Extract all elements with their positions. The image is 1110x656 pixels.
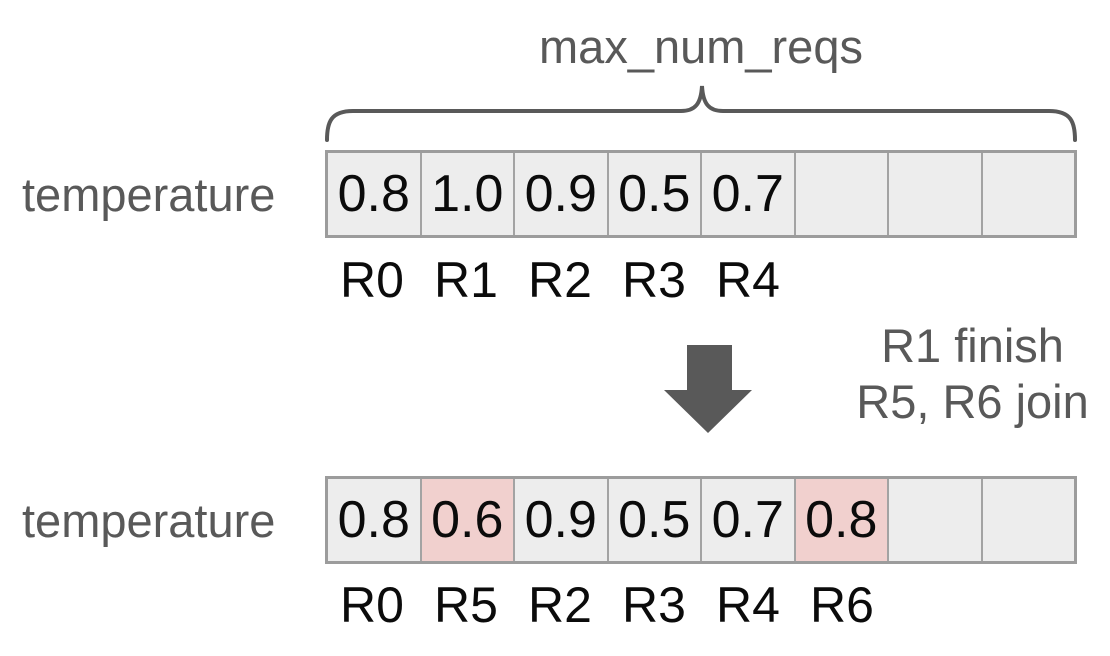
array-cell: 0.7 — [702, 153, 796, 235]
down-arrow-icon — [664, 345, 752, 433]
request-label: R2 — [528, 252, 592, 308]
request-label: R5 — [434, 577, 498, 633]
array-cell — [982, 153, 1074, 235]
array-cell: 0.5 — [608, 479, 702, 561]
array-cell: 1.0 — [421, 153, 515, 235]
array-cell: 0.9 — [515, 479, 609, 561]
request-label — [889, 254, 983, 306]
cell-value: 0.8 — [805, 491, 878, 549]
array-cell: 0.8 — [328, 153, 422, 235]
array-cell: 0.6 — [421, 479, 515, 561]
request-label: R3 — [622, 577, 686, 633]
array-cell: 0.9 — [515, 153, 609, 235]
request-label: R4 — [716, 252, 780, 308]
bottom-temperature-array: 0.8 0.6 0.9 0.5 0.7 0.8 — [325, 476, 1077, 564]
array-cell — [795, 153, 889, 235]
cell-value: 0.7 — [711, 491, 784, 549]
max-num-reqs-label: max_num_reqs — [539, 20, 863, 73]
array-cell — [889, 479, 983, 561]
cell-value: 0.8 — [337, 491, 410, 549]
cell-value: 0.7 — [711, 165, 784, 223]
array-cell: 0.7 — [702, 479, 796, 561]
array-cell — [889, 153, 983, 235]
cell-value: 0.8 — [337, 165, 410, 223]
array-cell: 0.8 — [328, 479, 422, 561]
cell-value: 1.0 — [431, 165, 504, 223]
cell-value: 0.6 — [431, 491, 504, 549]
cell-value: 0.5 — [618, 491, 691, 549]
top-temperature-label: temperature — [22, 167, 276, 221]
bottom-temperature-label: temperature — [22, 493, 276, 547]
array-cell: 0.5 — [608, 153, 702, 235]
request-label: R6 — [810, 577, 874, 633]
request-label — [889, 579, 983, 631]
brace-path — [325, 85, 1077, 142]
request-label — [983, 254, 1077, 306]
request-label: R0 — [340, 252, 404, 308]
down-arrow-shape — [664, 345, 752, 433]
array-cell: 0.8 — [795, 479, 889, 561]
array-cell — [982, 479, 1074, 561]
request-label: R1 — [434, 252, 498, 308]
request-label: R2 — [528, 577, 592, 633]
top-temperature-array: 0.8 1.0 0.9 0.5 0.7 — [325, 150, 1077, 238]
bottom-request-labels: R0 R5 R2 R3 R4 R6 — [325, 579, 1077, 631]
request-label — [983, 579, 1077, 631]
transition-note: R1 finish R5, R6 join — [830, 318, 1110, 430]
cell-value: 0.9 — [524, 491, 597, 549]
request-label — [795, 254, 889, 306]
transition-note-line2: R5, R6 join — [856, 375, 1089, 428]
transition-note-line1: R1 finish — [881, 319, 1064, 372]
request-label: R4 — [716, 577, 780, 633]
top-brace-icon — [325, 85, 1077, 142]
cell-value: 0.9 — [524, 165, 597, 223]
cell-value: 0.5 — [618, 165, 691, 223]
request-label: R0 — [340, 577, 404, 633]
request-label: R3 — [622, 252, 686, 308]
top-request-labels: R0 R1 R2 R3 R4 — [325, 254, 1077, 306]
